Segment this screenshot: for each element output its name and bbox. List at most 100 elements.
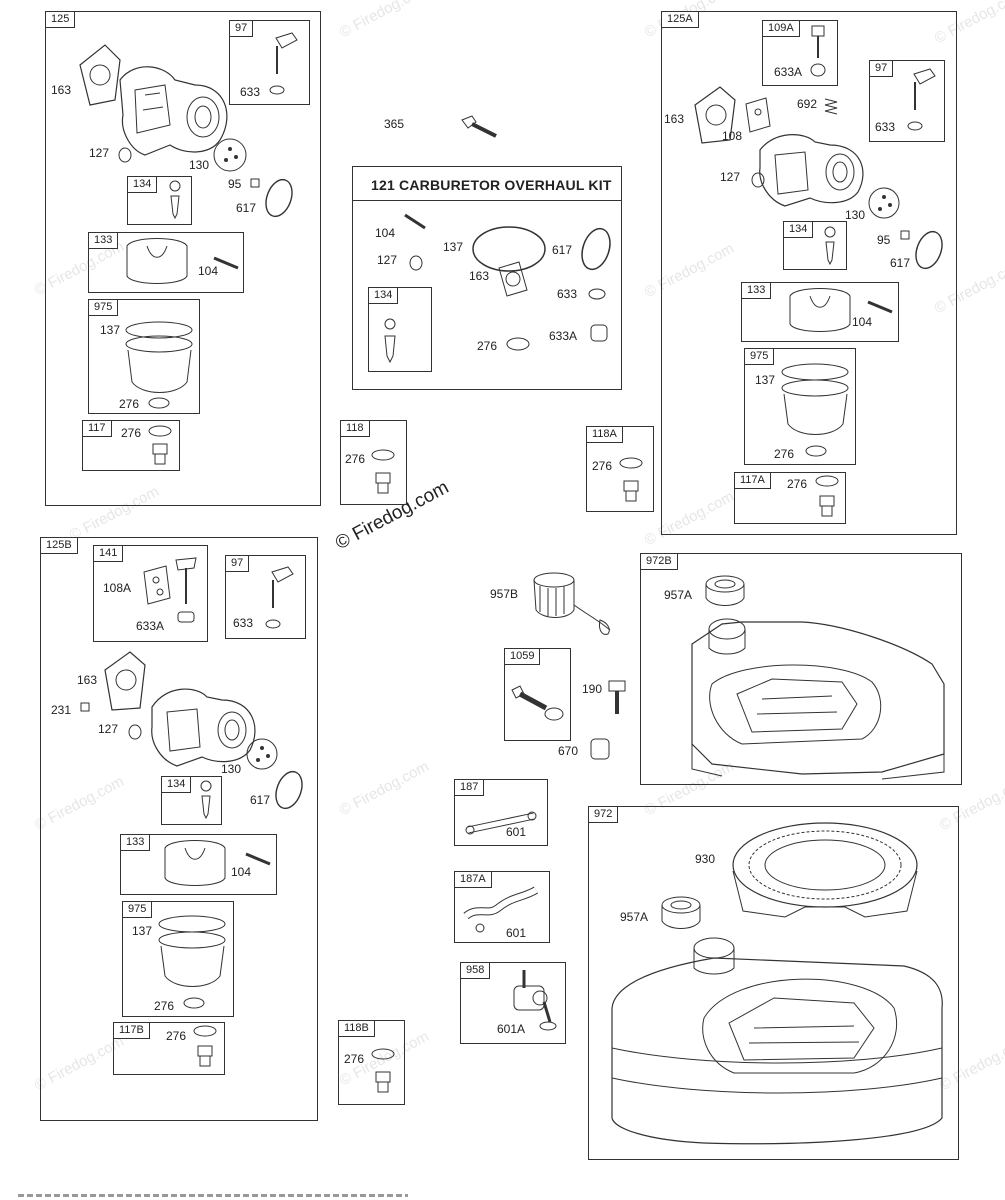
sub-118A: 118A (586, 426, 654, 512)
sub-109A: 109A (762, 20, 838, 86)
kit-gasket-drawing (495, 260, 531, 300)
carburetor-drawing (142, 672, 272, 772)
bolt-drawing (368, 447, 398, 497)
part-label: 276 (166, 1029, 187, 1043)
carburetor-drawing (75, 45, 255, 175)
float-drawing (785, 286, 855, 336)
fitting-drawing (460, 114, 500, 140)
bolt-drawing (145, 424, 175, 468)
bowl-drawing (155, 912, 230, 992)
section-tag: 118A (586, 426, 623, 443)
kit-washer-drawing (505, 336, 531, 352)
part-label: 137 (132, 924, 153, 938)
part-label: 633 (875, 120, 896, 134)
part-label: 276 (345, 452, 366, 466)
fuel-tank-drawing (682, 604, 952, 779)
part-label: 137 (443, 240, 464, 254)
section-tag: 97 (229, 20, 254, 37)
part-label: 130 (845, 208, 866, 222)
part-label: 692 (797, 97, 818, 111)
section-tag: 125 (45, 11, 76, 28)
bolt-drawing (812, 474, 842, 520)
cover-drawing (725, 815, 925, 927)
part-label: 163 (51, 83, 72, 97)
section-tag: 1059 (504, 648, 541, 665)
kit-needle-drawing (380, 318, 400, 368)
section-tag: 134 (368, 287, 399, 304)
carburetor-overhaul-kit: 121 CARBURETOR OVERHAUL KIT (352, 166, 622, 390)
section-tag: 975 (122, 901, 153, 918)
part-label: 601 (506, 926, 527, 940)
kit-title: 121 CARBURETOR OVERHAUL KIT (371, 177, 612, 193)
primer-drawing (262, 28, 302, 100)
part-label: 163 (77, 673, 98, 687)
section-tag: 187 (454, 779, 485, 796)
fuel-cap-drawing (528, 570, 618, 640)
part-label: 276 (774, 447, 795, 461)
part-label: 130 (189, 158, 210, 172)
section-125: 125 (45, 11, 321, 506)
section-125B: 125B (40, 537, 318, 1121)
part-label: 365 (384, 117, 405, 131)
part-label: 108A (103, 581, 132, 595)
part-label: 633 (240, 85, 261, 99)
section-tag: 97 (225, 555, 250, 572)
section-tag: 133 (88, 232, 119, 249)
o-ring-drawing (912, 228, 946, 272)
bowl-washer-drawing (147, 396, 171, 410)
sub-133: 133 (120, 834, 277, 895)
sub-134: 134 (127, 176, 192, 225)
part-label: 163 (664, 112, 685, 126)
part-label: 276 (154, 999, 175, 1013)
sub-1059: 1059 (504, 648, 571, 741)
bolt-drawing (190, 1024, 220, 1070)
screw-drawing (898, 228, 912, 242)
part-label: 957A (620, 910, 649, 924)
part-label: 127 (89, 146, 110, 160)
pin-drawing (866, 300, 894, 314)
sub-118B: 118B (338, 1020, 405, 1105)
part-label: 633A (549, 329, 578, 343)
sub-133: 133 (741, 282, 899, 342)
float-drawing (160, 838, 230, 890)
part-label: 276 (121, 426, 142, 440)
kit-pin-drawing (402, 212, 428, 232)
primer-drawing (258, 562, 298, 634)
part-label: 276 (344, 1052, 365, 1066)
primer-drawing (900, 64, 940, 136)
section-tag: 117B (113, 1022, 150, 1039)
sub-958: 958 (460, 962, 566, 1044)
part-label: 617 (890, 256, 911, 270)
sub-117A: 117A (734, 472, 846, 524)
fuel-tank-drawing (604, 928, 948, 1150)
part-label: 127 (377, 253, 398, 267)
section-tag: 117 (82, 420, 112, 437)
part-label: 633 (233, 616, 254, 630)
section-tag: 118 (340, 420, 370, 437)
sub-118: 118 (340, 420, 407, 505)
bowl-drawing (778, 360, 853, 440)
part-label: 670 (558, 744, 579, 758)
watermark: © Firedog.com (336, 757, 432, 820)
gasket-drawing (100, 650, 150, 714)
washer-drawing (748, 170, 768, 190)
section-tag: 118B (338, 1020, 375, 1037)
part-label: 633A (136, 619, 165, 633)
part-label: 617 (250, 793, 271, 807)
pin-drawing (244, 852, 272, 866)
section-125A: 125A (661, 11, 957, 535)
bowl-drawing (122, 320, 197, 398)
part-label: 633A (774, 65, 803, 79)
fuel-valve-drawing (510, 966, 562, 1034)
section-tag: 134 (161, 776, 192, 793)
part-label: 231 (51, 703, 72, 717)
section-tag: 975 (88, 299, 119, 316)
part-label: 95 (228, 177, 242, 191)
fuel-cap-drawing (656, 895, 706, 935)
pin-drawing (212, 256, 240, 270)
kit-sub-134: 134 (368, 287, 432, 372)
part-label: 633 (557, 287, 578, 301)
watermark: © Firedog.com (336, 0, 432, 42)
kit-ring-drawing (470, 224, 548, 274)
part-label: 104 (375, 226, 396, 240)
